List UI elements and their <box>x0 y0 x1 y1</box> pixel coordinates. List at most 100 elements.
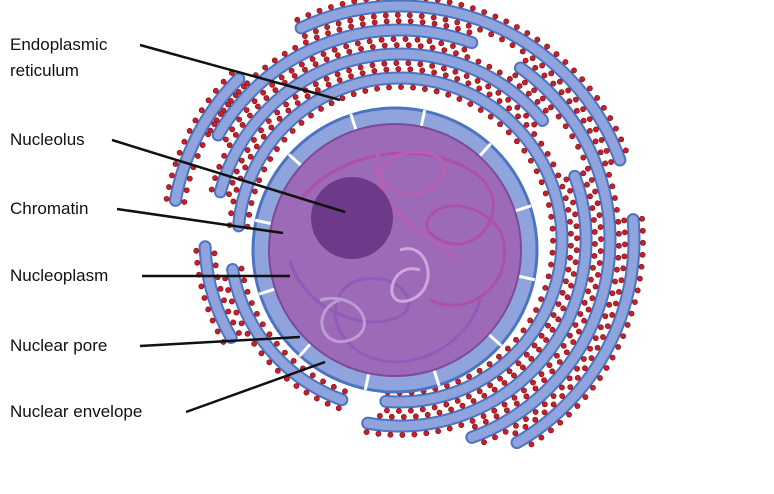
ribosome <box>314 87 321 93</box>
ribosome <box>244 288 251 295</box>
ribosome <box>336 26 343 33</box>
ribosome <box>274 146 280 152</box>
ribosome <box>557 419 564 426</box>
ribosome <box>226 191 232 198</box>
ribosome <box>603 148 610 154</box>
ribosome <box>312 61 319 68</box>
ribosome <box>281 136 288 143</box>
ribosome <box>282 349 288 356</box>
ribosome <box>516 83 523 89</box>
ribosome <box>359 15 365 22</box>
ribosome <box>263 95 270 101</box>
ribosome <box>505 129 512 136</box>
ribosome <box>574 374 581 381</box>
ribosome <box>495 89 502 96</box>
ribosome <box>565 206 572 213</box>
ribosome <box>534 36 541 43</box>
ribosome <box>616 230 622 237</box>
ribosome <box>211 121 218 127</box>
ribosome <box>258 350 265 357</box>
ribosome <box>509 42 516 49</box>
ribosome <box>531 342 538 349</box>
ribosome <box>384 407 390 414</box>
ribosome <box>308 112 314 119</box>
ribosome <box>597 324 604 331</box>
ribosome <box>572 96 579 103</box>
ribosome <box>564 294 571 301</box>
ribosome <box>532 416 539 423</box>
ribosome <box>267 156 274 162</box>
ribosome <box>240 83 247 90</box>
ribosome <box>298 61 305 68</box>
ribosome <box>536 346 542 353</box>
ribosome <box>244 147 251 153</box>
ribosome <box>256 177 263 184</box>
ribosome <box>554 352 560 359</box>
ribosome <box>387 431 394 438</box>
ribosome <box>485 83 492 90</box>
ribosome <box>559 289 566 296</box>
ribosome <box>454 398 461 404</box>
ribosome <box>491 407 498 414</box>
ribosome <box>580 117 587 124</box>
ribosome <box>530 379 536 386</box>
ribosome <box>550 237 556 244</box>
ribosome <box>476 367 483 374</box>
ribosome <box>562 59 569 65</box>
ribosome <box>283 101 290 108</box>
ribosome <box>524 30 531 36</box>
ribosome <box>419 19 426 26</box>
ribosome <box>390 36 397 43</box>
ribosome <box>532 64 539 71</box>
label-nuclear-pore: Nuclear pore <box>10 336 108 355</box>
ribosome <box>572 322 579 328</box>
ribosome <box>622 147 629 154</box>
ribosome <box>502 428 509 435</box>
ribosome <box>487 382 493 389</box>
ribosome <box>325 81 332 88</box>
ribosome <box>303 389 310 396</box>
ribosome <box>492 13 499 20</box>
ribosome <box>225 287 232 293</box>
nuclear-pore <box>432 369 441 387</box>
er-cisterna <box>215 49 547 197</box>
ribosome <box>601 104 607 111</box>
ribosome <box>181 199 188 205</box>
ribosome <box>639 251 646 258</box>
ribosome <box>441 47 448 54</box>
ribosome <box>398 84 404 90</box>
ribosome <box>570 199 576 206</box>
ribosome <box>539 95 546 102</box>
ribosome <box>594 200 601 207</box>
ribosome <box>293 383 300 389</box>
ribosome <box>639 215 645 222</box>
ribosome <box>248 300 255 306</box>
ribosome <box>400 414 407 420</box>
ribosome <box>383 18 390 25</box>
nuclear-pores <box>254 109 536 391</box>
ribosome <box>613 125 619 132</box>
er-cisterna <box>213 25 477 140</box>
ribosome <box>587 193 593 200</box>
ribosome <box>596 260 603 266</box>
ribosome <box>419 67 426 74</box>
ribosome <box>328 4 334 10</box>
ribosome <box>405 60 412 67</box>
ribosome <box>553 51 560 57</box>
ribosome <box>481 392 488 399</box>
ribosome <box>525 90 532 97</box>
ribosome <box>528 441 535 448</box>
ribosome <box>573 107 580 114</box>
ribosome <box>570 271 577 277</box>
ribosome <box>456 96 463 102</box>
ribosome <box>567 218 573 225</box>
nuclear-pore <box>514 204 532 213</box>
ribosome <box>363 429 370 436</box>
ribosome <box>238 265 245 272</box>
ribosome <box>486 63 493 70</box>
ribosome <box>480 413 487 420</box>
ribosome <box>615 344 622 350</box>
ribosome <box>597 248 604 254</box>
ribosome <box>407 407 414 414</box>
ribosome <box>198 107 205 114</box>
